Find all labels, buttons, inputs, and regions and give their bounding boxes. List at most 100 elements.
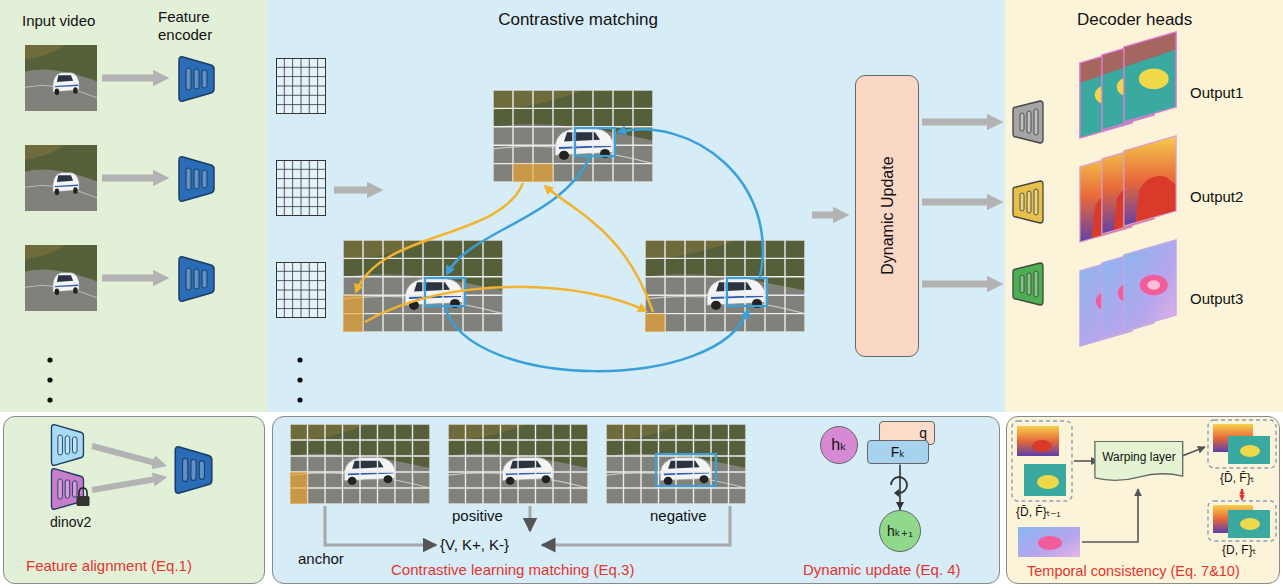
lock-body <box>77 496 90 506</box>
panel-caption: Dynamic update (Eq. 4) <box>803 561 961 579</box>
update-box: Dynamic Update <box>855 75 919 357</box>
object-patch <box>656 454 716 486</box>
sample-label: positive <box>452 507 503 525</box>
flow-arrow <box>922 281 990 288</box>
flow-arrow <box>92 479 156 490</box>
matching-detail-panel: Contrastive learning matching (Eq.3) Dyna… <box>272 416 1000 584</box>
sample-label: negative <box>650 507 707 525</box>
model-label: dinov2 <box>50 514 91 531</box>
flow-arrow <box>922 199 990 206</box>
segmentation-map <box>1122 30 1178 124</box>
depth-map <box>1122 134 1178 228</box>
background-patch <box>343 295 363 332</box>
encoder-icon <box>179 257 214 301</box>
dashed-group <box>1208 420 1276 468</box>
alignment-panel: Feature alignment (Eq.1) <box>3 416 265 584</box>
flow-car <box>1038 536 1062 550</box>
match-arrow <box>365 287 646 322</box>
flow-arrow <box>102 275 156 282</box>
panel-ground <box>3 416 265 584</box>
object-patch <box>575 128 615 156</box>
box-text: hₖ <box>831 435 847 454</box>
background-patch <box>645 314 665 332</box>
segmentation-map <box>1228 510 1270 538</box>
temporal-panel: Temporal consistency (Eq. 7&10)Warping l… <box>1006 416 1280 584</box>
ellipsis-dot <box>47 377 52 382</box>
segmentation-map <box>1228 436 1270 464</box>
decoder-icon <box>1013 101 1043 143</box>
ellipsis-dot <box>297 397 302 402</box>
warping-layer: Warping layer <box>1094 441 1184 485</box>
panel-ground <box>272 416 1000 584</box>
panel-heading: Feature encoder <box>158 8 234 44</box>
output-label: Output3 <box>1190 290 1243 308</box>
segmentation-map <box>1024 464 1066 496</box>
panel-ground <box>1005 0 1283 412</box>
input-panel: Input video Feature encoder <box>0 0 268 412</box>
panel-title: Decoder heads <box>1077 10 1192 30</box>
encoder-icon <box>51 425 83 466</box>
cycle-icon-head <box>894 489 899 497</box>
video-frame <box>25 145 97 211</box>
connector-arrow <box>899 464 901 510</box>
encoder-icon <box>179 157 214 201</box>
depth-car <box>1032 440 1052 452</box>
panel-title: Contrastive matching <box>448 10 708 30</box>
flow-map <box>1018 527 1080 557</box>
output-label: Output1 <box>1190 84 1243 102</box>
panel-heading: Input video <box>22 12 95 30</box>
match-arrow <box>545 186 653 312</box>
map-label: {D̄, F̄}ₜ₋₁ <box>1016 505 1061 519</box>
ellipsis-dot <box>47 397 52 402</box>
set-label: {V, K+, K-} <box>440 536 509 554</box>
flow-arrow <box>102 75 156 82</box>
document-outline <box>1095 441 1183 480</box>
feature-grid <box>276 58 326 114</box>
video-frame <box>25 245 97 311</box>
lock-shackle <box>79 488 87 497</box>
match-arrow <box>445 307 748 371</box>
background-patch <box>513 164 553 182</box>
encoder-icon <box>179 57 214 101</box>
box-text: Dynamic Update <box>877 157 896 275</box>
output-label: Output2 <box>1190 188 1243 206</box>
ellipsis-dot <box>297 377 302 382</box>
box-text: Fₖ <box>891 444 906 461</box>
box-text: q <box>919 425 927 442</box>
seg-car <box>1037 475 1059 489</box>
panel-caption: Feature alignment (Eq.1) <box>26 557 192 575</box>
dashed-group <box>1012 421 1072 501</box>
gather-arrow <box>325 506 436 545</box>
panel-ground <box>268 0 1005 412</box>
seg-car <box>1240 445 1260 457</box>
map-label: {D, F}ₜ <box>1222 543 1256 557</box>
match-arrow <box>447 157 590 274</box>
flow-map <box>1122 238 1178 332</box>
dashed-group <box>1208 501 1276 541</box>
ellipsis-dot <box>297 357 302 362</box>
gather-arrow <box>529 506 532 531</box>
grid-frame <box>493 90 653 182</box>
warp-arrow <box>1074 460 1098 462</box>
panel-caption: Contrastive learning matching (Eq.3) <box>391 561 634 579</box>
decoder-icon <box>1013 263 1043 305</box>
video-frame <box>25 45 97 111</box>
match-arrow <box>356 183 523 292</box>
object-patch <box>727 278 767 306</box>
flow-arrow <box>102 175 156 182</box>
panel-ground <box>0 0 268 412</box>
flow-arrow <box>812 212 836 219</box>
depth-map <box>1017 426 1059 456</box>
grid-frame <box>645 240 805 332</box>
encoder-icon <box>175 447 212 493</box>
flow-arrow <box>92 446 156 463</box>
grid-frame <box>290 424 430 504</box>
flow-arrow <box>334 187 370 194</box>
panel-ground <box>1006 416 1280 584</box>
background-patch <box>290 472 308 504</box>
map-label: {D̄, F̄}ₜ <box>1220 471 1254 485</box>
decoder-icon <box>1013 181 1043 223</box>
grid-frame <box>606 424 746 504</box>
